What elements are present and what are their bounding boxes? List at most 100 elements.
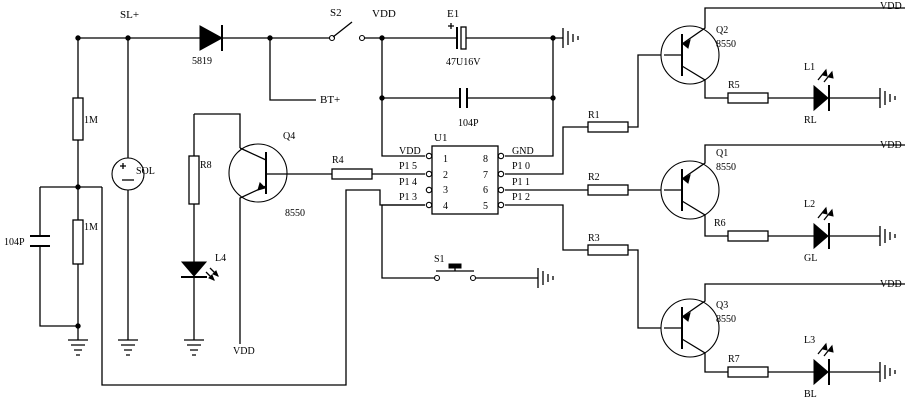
label-n7: 7 (483, 170, 488, 181)
label-r8: R8 (200, 160, 212, 171)
capacitor-icon (459, 88, 468, 108)
resistor-r1 (587, 121, 629, 133)
label-q3-type: 8550 (716, 314, 736, 325)
label-l1: L1 (804, 62, 815, 73)
label-pin-vdd: VDD (399, 146, 421, 157)
label-pin-p12: P1 2 (512, 192, 530, 203)
gnd-rail (505, 28, 579, 157)
label-l3: L3 (804, 335, 815, 346)
ic-chip-icon (431, 145, 499, 215)
label-n6: 6 (483, 185, 488, 196)
label-1m-bottom: 1M (84, 222, 98, 233)
label-gl: GL (804, 253, 817, 264)
led-icon (813, 358, 829, 386)
label-vdd-right-1: VDD (880, 1, 902, 12)
led-icon (180, 261, 208, 277)
diode-5819 (199, 25, 330, 101)
label-sl-plus: SL+ (120, 9, 139, 21)
label-q3: Q3 (716, 300, 728, 311)
labels: SL+ 5819 S2 VDD E1 47U16V BT+ 104P 1M 1M… (4, 1, 902, 400)
label-r7: R7 (728, 354, 740, 365)
pnp-transistor-icon (660, 160, 720, 220)
label-l2: L2 (804, 199, 815, 210)
q4-circuit (180, 113, 425, 356)
solar-cell (111, 35, 145, 356)
pnp-transistor-icon (228, 143, 288, 203)
label-r3: R3 (588, 233, 600, 244)
ground-icon (879, 88, 896, 108)
led-icon (813, 222, 829, 250)
label-5819: 5819 (192, 56, 212, 67)
resistor-r8 (188, 155, 200, 205)
label-r4: R4 (332, 155, 344, 166)
pushbutton-s1 (381, 204, 554, 288)
label-q4: Q4 (283, 131, 295, 142)
ground-icon (68, 339, 88, 356)
label-s1: S1 (434, 254, 445, 265)
q2-channel (660, 7, 905, 112)
label-vdd-bottom: VDD (233, 346, 255, 357)
label-n5: 5 (483, 201, 488, 212)
label-104p-left: 104P (4, 237, 25, 248)
switch-s2 (328, 21, 460, 157)
label-q1-type: 8550 (716, 162, 736, 173)
label-u1: U1 (434, 132, 447, 144)
label-rl: RL (804, 115, 817, 126)
ground-icon (562, 28, 579, 48)
label-bl: BL (804, 389, 817, 400)
label-r2: R2 (588, 172, 600, 183)
label-r5: R5 (728, 80, 740, 91)
label-l4: L4 (215, 253, 226, 264)
label-pin-p10: P1 0 (512, 161, 530, 172)
ground-icon (879, 362, 896, 382)
label-pin-p14: P1 4 (399, 177, 417, 188)
label-e1-value: 47U16V (446, 57, 481, 68)
capacitor-104p-mid (459, 88, 553, 108)
ground-icon (879, 226, 896, 246)
label-sol: SOL (136, 166, 155, 177)
label-vdd-top: VDD (372, 8, 396, 20)
diode-icon (199, 25, 224, 51)
resistor-r7 (727, 366, 769, 378)
ic-u1 (425, 145, 505, 215)
label-r1: R1 (588, 110, 600, 121)
resistor-r2 (587, 184, 629, 196)
input-network (30, 35, 425, 386)
capacitor-e1 (448, 23, 563, 50)
led-icon (813, 84, 829, 112)
label-n1: 1 (443, 154, 448, 165)
resistor-r5 (727, 92, 769, 104)
label-e1: E1 (447, 8, 459, 20)
pnp-transistor-icon (660, 298, 720, 358)
ground-icon (184, 339, 204, 356)
resistor-1m-top (72, 97, 84, 141)
label-n8: 8 (483, 154, 488, 165)
label-pin-p13: P1 3 (399, 192, 417, 203)
label-q1: Q1 (716, 148, 728, 159)
label-s2: S2 (330, 7, 342, 19)
label-n3: 3 (443, 185, 448, 196)
label-pin-p15: P1 5 (399, 161, 417, 172)
q1-channel (660, 144, 905, 250)
label-1m-top: 1M (84, 115, 98, 126)
ground-icon (537, 268, 554, 288)
label-104p-mid: 104P (458, 118, 479, 129)
resistor-r3 (587, 244, 629, 256)
label-n4: 4 (443, 201, 448, 212)
label-vdd-right-2: VDD (880, 140, 902, 151)
label-bt-plus: BT+ (320, 94, 340, 106)
ground-icon (118, 339, 138, 356)
label-vdd-right-3: VDD (880, 279, 902, 290)
resistor-r6 (727, 230, 769, 242)
label-n2: 2 (443, 170, 448, 181)
label-pin-p11: P1 1 (512, 177, 530, 188)
label-pin-gnd: GND (512, 146, 534, 157)
resistor-r4 (331, 168, 373, 180)
driver-wiring (505, 54, 664, 329)
label-r6: R6 (714, 218, 726, 229)
pnp-transistor-icon (660, 25, 720, 85)
label-q4-type: 8550 (285, 208, 305, 219)
label-q2: Q2 (716, 25, 728, 36)
